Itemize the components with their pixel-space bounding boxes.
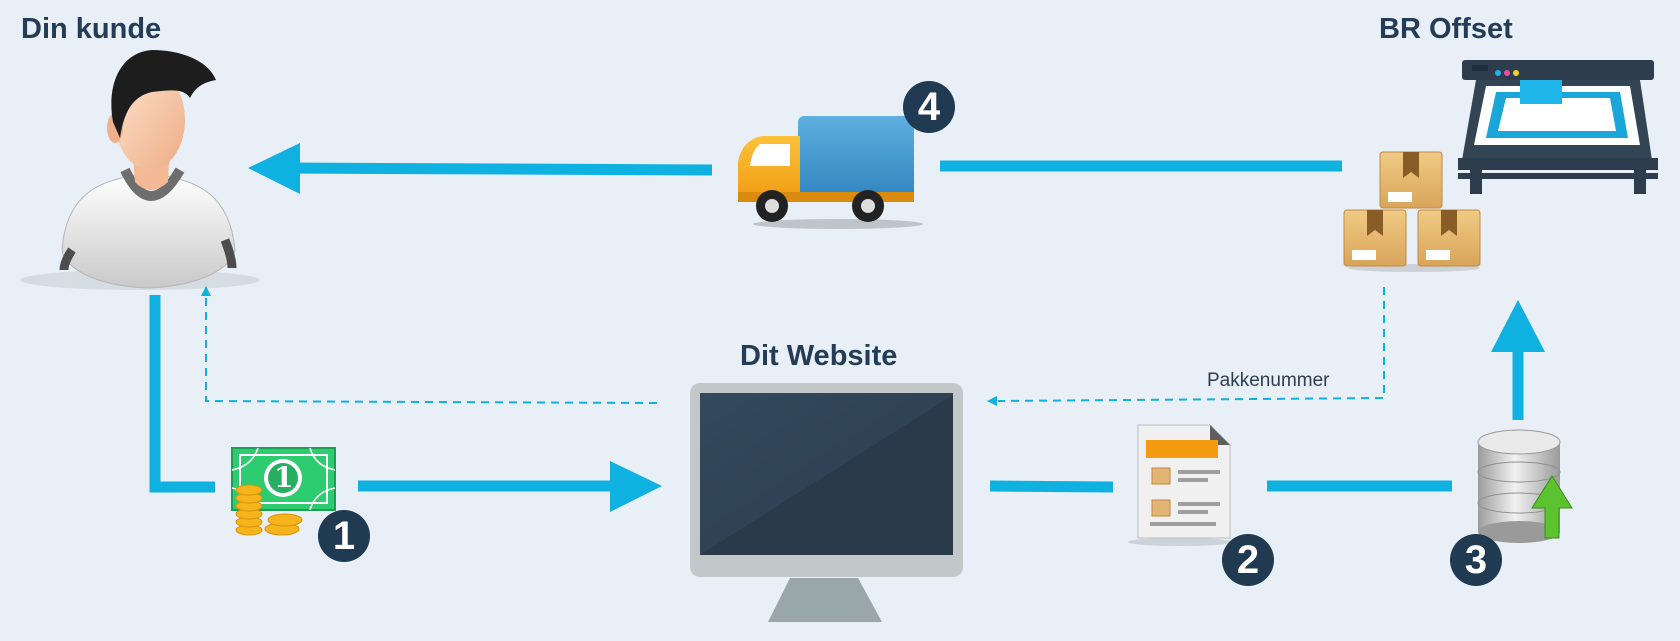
customer-to-cash-line xyxy=(149,295,215,493)
customer-title: Din kunde xyxy=(21,13,162,45)
step-badge-2: 2 xyxy=(1222,534,1274,586)
tracking-dashed-line xyxy=(997,287,1385,402)
cash-bill-digit: 1 xyxy=(274,461,294,494)
printer-icon xyxy=(1458,60,1658,194)
delivery-arrow-head xyxy=(248,143,300,194)
website-to-document-line xyxy=(989,480,1114,493)
tracking-dashed-arrow-head xyxy=(987,396,997,406)
step-badge-3: 3 xyxy=(1450,534,1502,586)
website-to-customer-dashed-line xyxy=(205,296,658,404)
truck-icon xyxy=(738,116,923,229)
website-title: Dit Website xyxy=(740,340,898,372)
customer-avatar-icon xyxy=(20,50,260,290)
monitor-icon xyxy=(690,383,963,622)
tracking-label: Pakkenummer xyxy=(1207,370,1330,391)
document-icon xyxy=(1128,424,1232,546)
database-to-printer-arrow-head xyxy=(1491,300,1545,352)
delivery-arrow-line xyxy=(284,162,713,176)
cash-icon xyxy=(231,447,336,536)
step-badge-4: 4 xyxy=(903,81,955,133)
flow-connectors xyxy=(149,143,1545,512)
printer-title: BR Offset xyxy=(1379,13,1513,45)
boxes-icon xyxy=(1343,151,1481,272)
database-upload-icon xyxy=(1477,429,1573,543)
step-badge-1: 1 xyxy=(318,510,370,562)
cash-to-website-arrow-head xyxy=(610,461,662,512)
website-to-customer-dashed-arrow-head xyxy=(201,286,211,296)
